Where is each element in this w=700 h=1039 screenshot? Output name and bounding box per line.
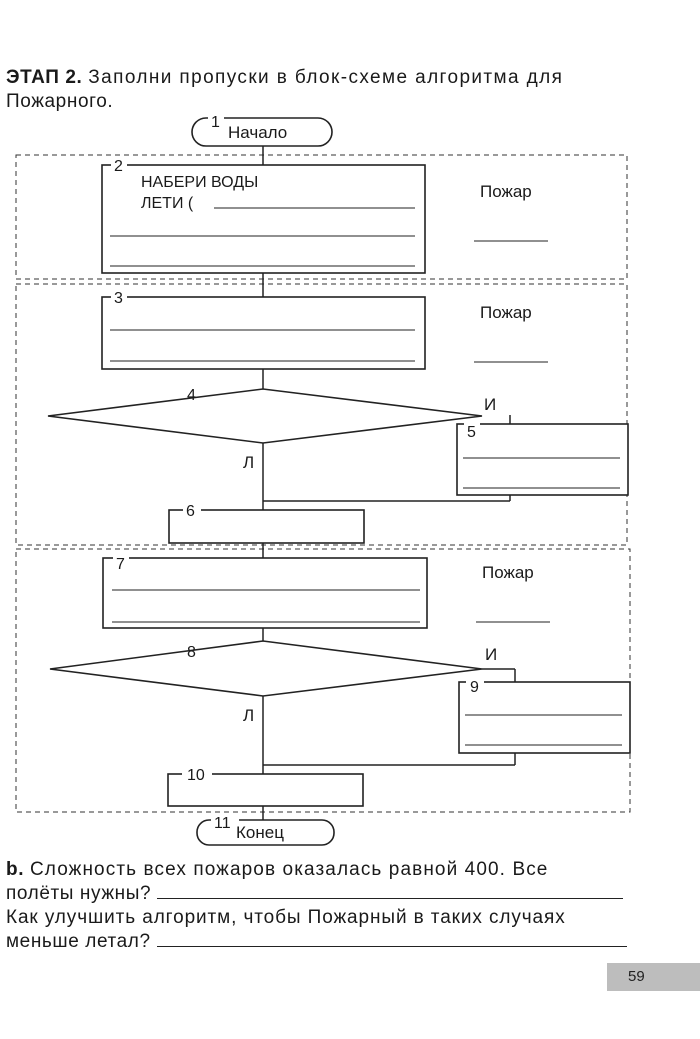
answer-lines xyxy=(110,207,622,746)
end-terminal xyxy=(196,819,335,846)
block-5 xyxy=(456,423,629,496)
task-b-label: b. xyxy=(6,859,25,880)
block-8-number: 8 xyxy=(187,644,196,661)
page-number: 59 xyxy=(628,968,645,985)
block-10 xyxy=(167,773,364,807)
side-label-1: Пожар xyxy=(480,182,532,201)
side-label-2: Пожар xyxy=(480,303,532,322)
task-2-text-line2: Пожарного. xyxy=(6,91,114,112)
block-3 xyxy=(101,296,426,370)
stage-label: ЭТАП 2. xyxy=(6,67,83,88)
start-number: 1 xyxy=(211,114,220,131)
task-b-q1-line1: Сложность всех пожаров оказалась равной … xyxy=(29,859,549,880)
answer-line-q2[interactable] xyxy=(156,930,627,947)
answer-line-q1[interactable] xyxy=(157,882,624,899)
block-2-number: 2 xyxy=(114,158,123,175)
block-10-number: 10 xyxy=(187,767,205,784)
task-b-q2-line2: меньше летал? xyxy=(6,931,151,952)
side-label-3: Пожар xyxy=(482,563,534,582)
end-number: 11 xyxy=(214,815,231,832)
section-1-frame xyxy=(15,154,628,280)
section-2-frame xyxy=(15,283,628,546)
block-2 xyxy=(101,164,426,274)
task-b-q1-line2: полёты нужны? xyxy=(6,883,152,904)
block-2-line1: НАБЕРИ ВОДЫ xyxy=(141,174,258,191)
task-b: b. Сложность всех пожаров оказалась равн… xyxy=(6,858,646,954)
block-6-number: 6 xyxy=(186,503,195,520)
task-2-text-line1: Заполни пропуски в блок-схеме алгоритма … xyxy=(88,67,564,88)
no-label-4: Л xyxy=(243,453,254,472)
page-number-tab xyxy=(607,963,700,991)
task-2-intro: ЭТАП 2. Заполни пропуски в блок-схеме ал… xyxy=(6,66,646,114)
block-3-number: 3 xyxy=(114,290,123,307)
block-2-line2: ЛЕТИ ( xyxy=(141,195,194,212)
block-5-number: 5 xyxy=(467,424,476,441)
block-4-number: 4 xyxy=(187,387,196,404)
decision-8 xyxy=(49,640,483,697)
start-terminal xyxy=(191,117,333,147)
block-9 xyxy=(458,681,631,754)
no-label-8: Л xyxy=(243,706,254,725)
section-3-frame xyxy=(15,548,631,813)
yes-label-8: И xyxy=(485,645,497,664)
end-text: Конец xyxy=(236,823,284,842)
yes-label-4: И xyxy=(484,395,496,414)
block-7-number: 7 xyxy=(116,556,125,573)
start-text: Начало xyxy=(228,123,287,142)
block-6 xyxy=(168,509,365,544)
block-7 xyxy=(102,557,428,629)
decision-4 xyxy=(47,388,483,444)
task-b-q2-line1: Как улучшить алгоритм, чтобы Пожарный в … xyxy=(6,907,566,928)
block-9-number: 9 xyxy=(470,679,479,696)
